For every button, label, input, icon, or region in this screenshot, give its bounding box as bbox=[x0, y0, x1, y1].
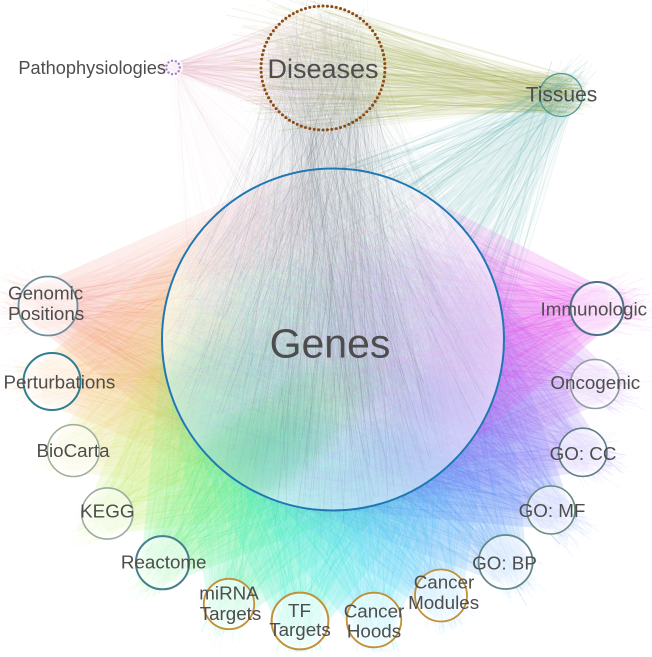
svg-text:miRNA: miRNA bbox=[199, 583, 259, 604]
svg-text:Genomic: Genomic bbox=[8, 283, 83, 304]
svg-text:TF: TF bbox=[288, 600, 311, 621]
svg-text:BioCarta: BioCarta bbox=[36, 440, 110, 461]
svg-text:GO: CC: GO: CC bbox=[550, 443, 617, 464]
svg-text:Oncogenic: Oncogenic bbox=[550, 372, 640, 393]
svg-text:Cancer: Cancer bbox=[414, 571, 475, 592]
svg-text:Modules: Modules bbox=[408, 592, 479, 613]
svg-text:Reactome: Reactome bbox=[121, 552, 207, 573]
svg-text:KEGG: KEGG bbox=[80, 501, 134, 522]
svg-text:Targets: Targets bbox=[200, 603, 262, 624]
svg-text:GO: BP: GO: BP bbox=[472, 553, 537, 574]
svg-text:Diseases: Diseases bbox=[267, 54, 378, 84]
svg-text:GO: MF: GO: MF bbox=[519, 500, 586, 521]
svg-text:Cancer: Cancer bbox=[344, 601, 405, 622]
svg-text:Perturbations: Perturbations bbox=[4, 371, 116, 392]
svg-text:Genes: Genes bbox=[270, 321, 391, 367]
svg-text:Tissues: Tissues bbox=[526, 84, 598, 107]
svg-text:Targets: Targets bbox=[269, 619, 331, 640]
svg-text:Positions: Positions bbox=[8, 303, 84, 324]
svg-text:Hoods: Hoods bbox=[347, 620, 401, 641]
svg-text:Immunologic: Immunologic bbox=[541, 298, 647, 319]
svg-text:Pathophysiologies: Pathophysiologies bbox=[18, 58, 166, 78]
